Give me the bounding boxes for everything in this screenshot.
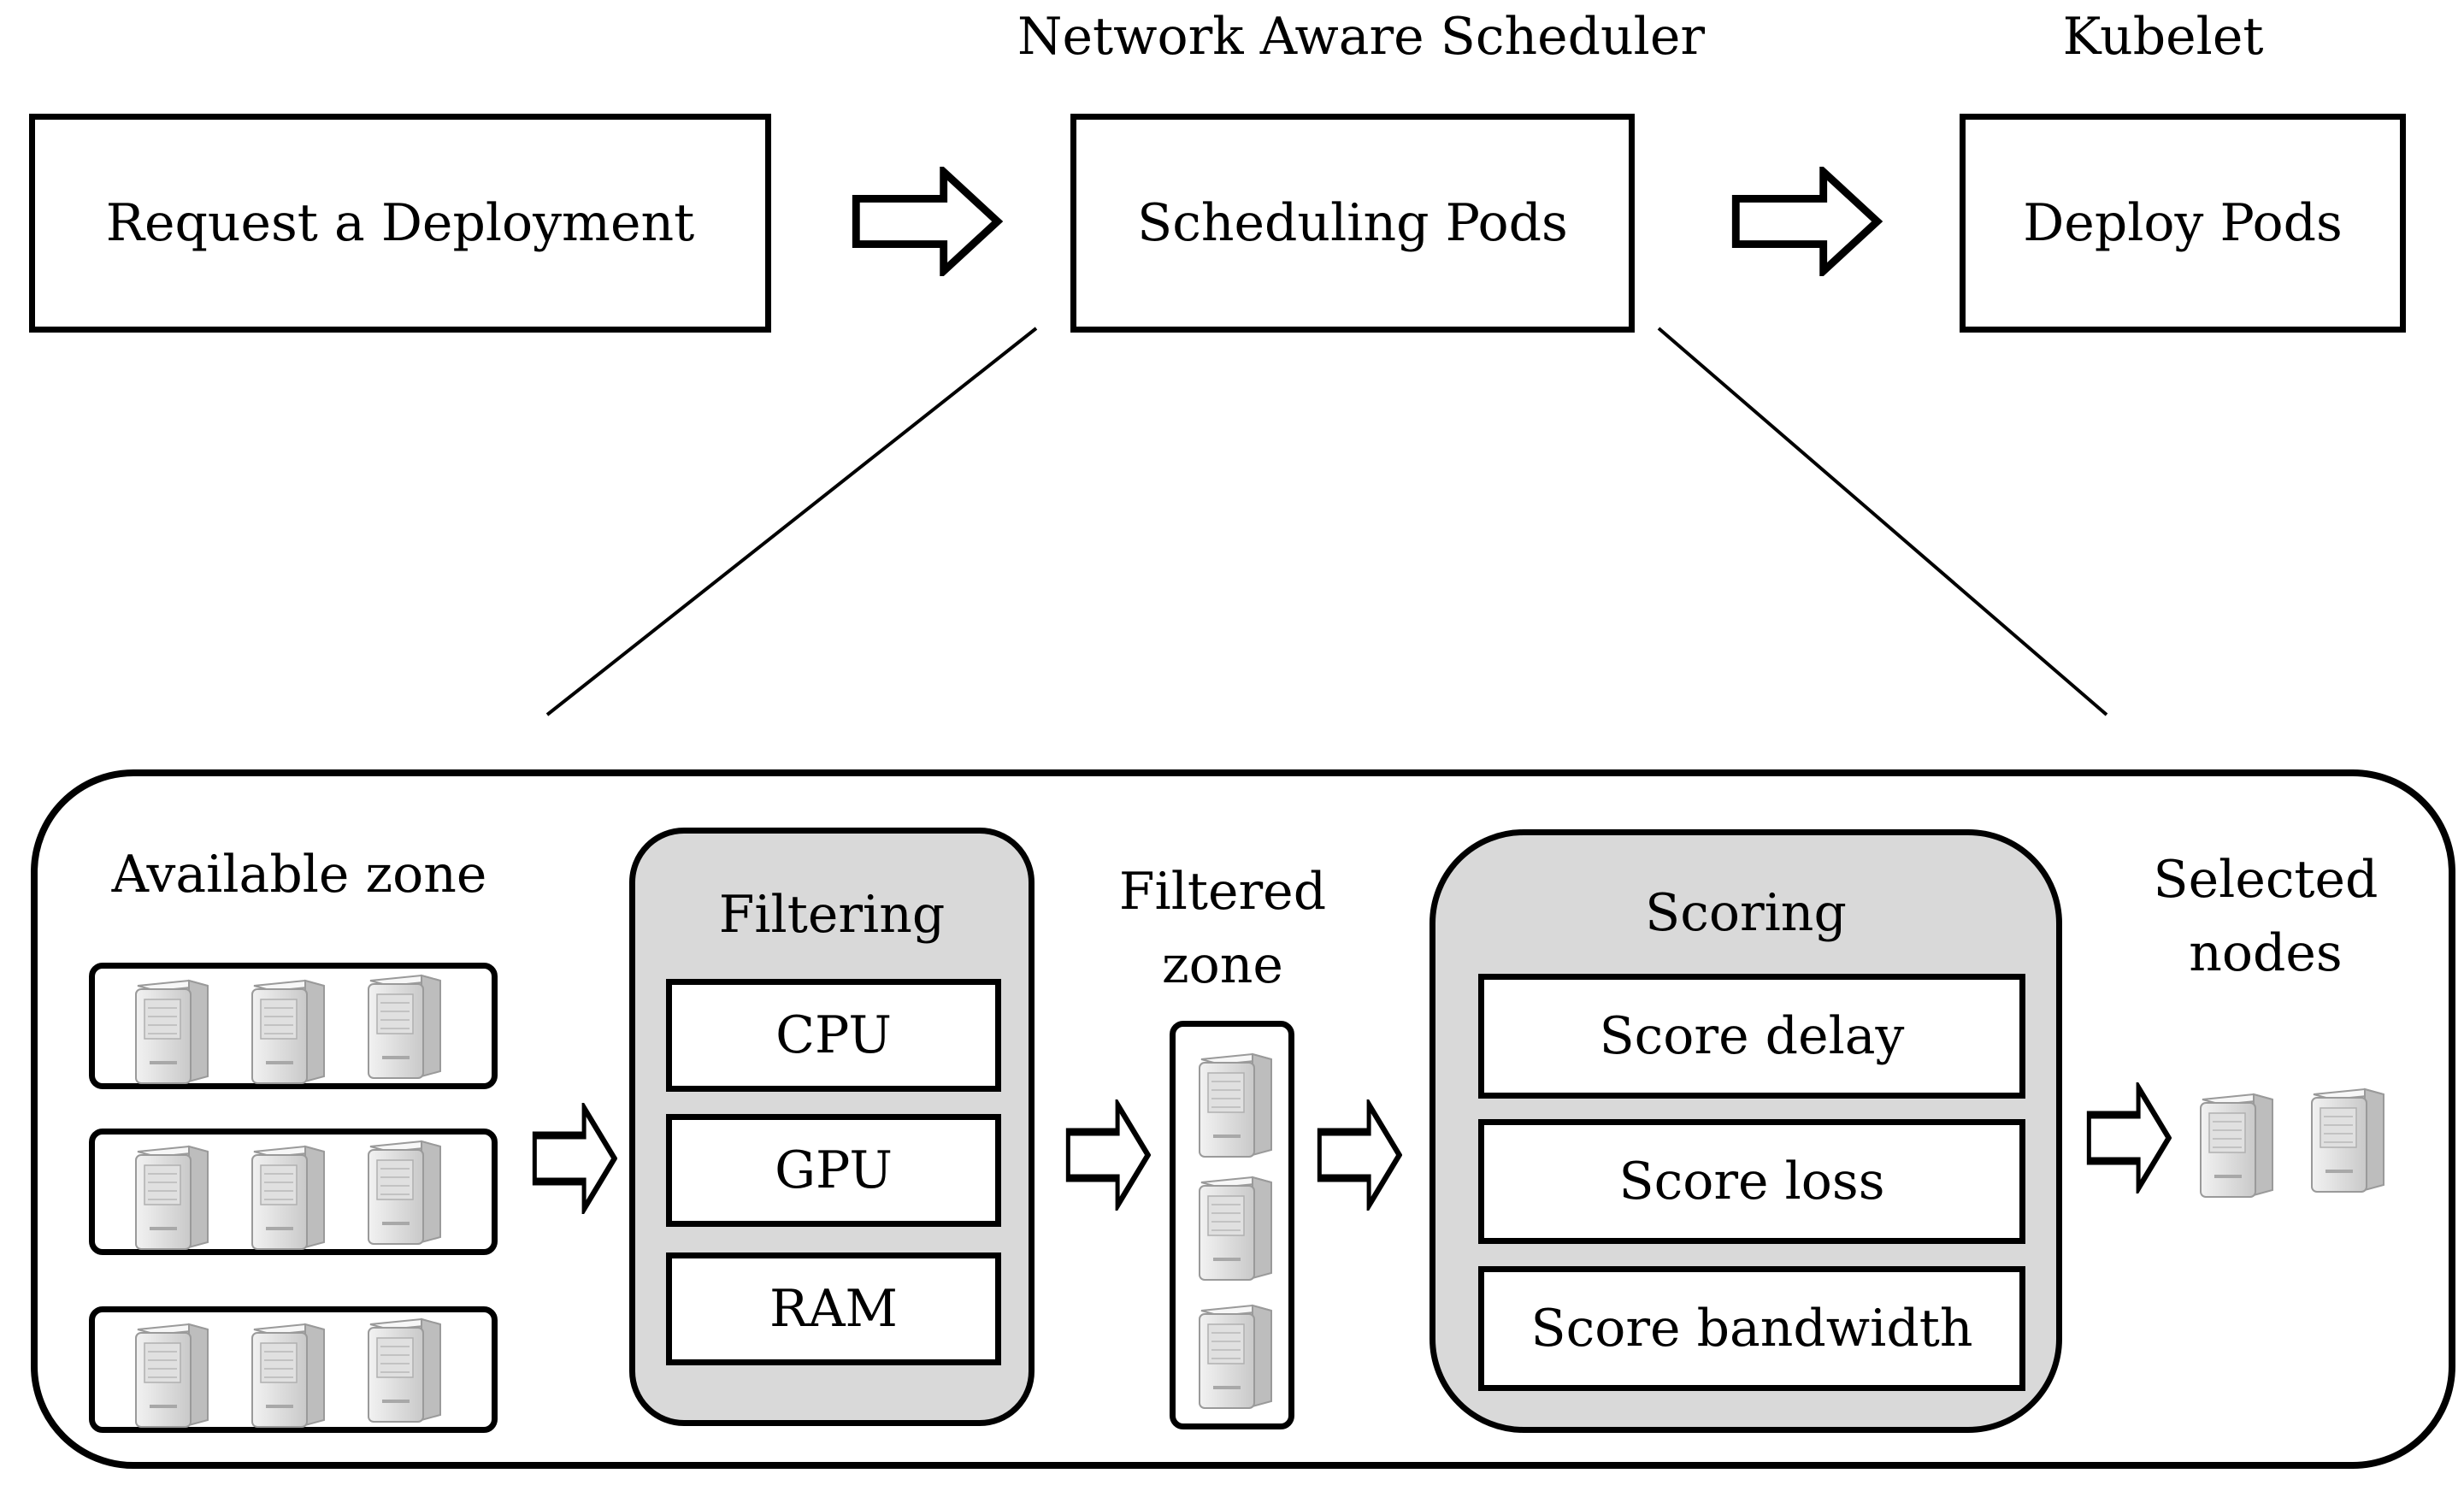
filter-ram-box: RAM bbox=[666, 1252, 1001, 1365]
score-bandwidth-box: Score bandwidth bbox=[1478, 1266, 2025, 1391]
block-arrow-icon bbox=[1065, 1099, 1151, 1211]
available-zone-rack bbox=[89, 1306, 498, 1433]
server-icon bbox=[1193, 1051, 1275, 1162]
scheduler-title: Network Aware Scheduler bbox=[1017, 7, 1706, 67]
filtered-zone-label: Filtered zone bbox=[1103, 855, 1342, 1002]
selected-nodes-line-2: nodes bbox=[2189, 923, 2343, 983]
server-icon bbox=[362, 1138, 444, 1249]
filter-cpu-box: CPU bbox=[666, 979, 1001, 1092]
block-arrow-icon bbox=[532, 1103, 617, 1214]
server-icon bbox=[1193, 1302, 1275, 1413]
kubelet-title: Kubelet bbox=[2062, 7, 2264, 67]
server-icon bbox=[245, 1143, 327, 1254]
filtering-title: Filtering bbox=[718, 885, 946, 945]
server-icon bbox=[129, 1321, 211, 1432]
deploy-pods-box: Deploy Pods bbox=[1960, 114, 2406, 333]
block-arrow-icon bbox=[2086, 1082, 2172, 1193]
server-icon bbox=[1193, 1174, 1275, 1285]
scoring-panel: Scoring Score delay Score loss Score ban… bbox=[1429, 829, 2062, 1433]
request-deployment-label: Request a Deployment bbox=[105, 193, 695, 253]
selected-nodes-line-1: Selected bbox=[2153, 850, 2379, 910]
selected-nodes-label: Selected nodes bbox=[2137, 843, 2394, 990]
server-icon bbox=[362, 1316, 444, 1427]
block-arrow-icon bbox=[1317, 1099, 1402, 1211]
filtered-zone-line-1: Filtered bbox=[1118, 862, 1327, 922]
scheduling-pods-label: Scheduling Pods bbox=[1137, 193, 1568, 253]
zoom-line-left bbox=[545, 327, 1038, 716]
scheduling-pods-box: Scheduling Pods bbox=[1070, 114, 1635, 333]
request-deployment-box: Request a Deployment bbox=[29, 114, 771, 333]
score-loss-box: Score loss bbox=[1478, 1119, 2025, 1244]
available-zone-label: Available zone bbox=[111, 845, 487, 905]
filtered-zone-line-2: zone bbox=[1162, 935, 1283, 995]
deploy-pods-label: Deploy Pods bbox=[2023, 193, 2343, 253]
filter-gpu-box: GPU bbox=[666, 1114, 1001, 1227]
server-icon bbox=[2305, 1086, 2387, 1197]
zoom-line-right bbox=[1657, 327, 2108, 716]
server-icon bbox=[245, 977, 327, 1088]
score-delay-box: Score delay bbox=[1478, 974, 2025, 1099]
server-icon bbox=[129, 1143, 211, 1254]
server-icon bbox=[362, 972, 444, 1083]
filtered-zone-rack bbox=[1170, 1021, 1294, 1429]
server-icon bbox=[2194, 1091, 2276, 1202]
server-icon bbox=[245, 1321, 327, 1432]
scoring-title: Scoring bbox=[1645, 883, 1847, 943]
available-zone-rack bbox=[89, 1129, 498, 1255]
filtering-panel: Filtering CPU GPU RAM bbox=[629, 828, 1035, 1426]
available-zone-rack bbox=[89, 963, 498, 1089]
server-icon bbox=[129, 977, 211, 1088]
